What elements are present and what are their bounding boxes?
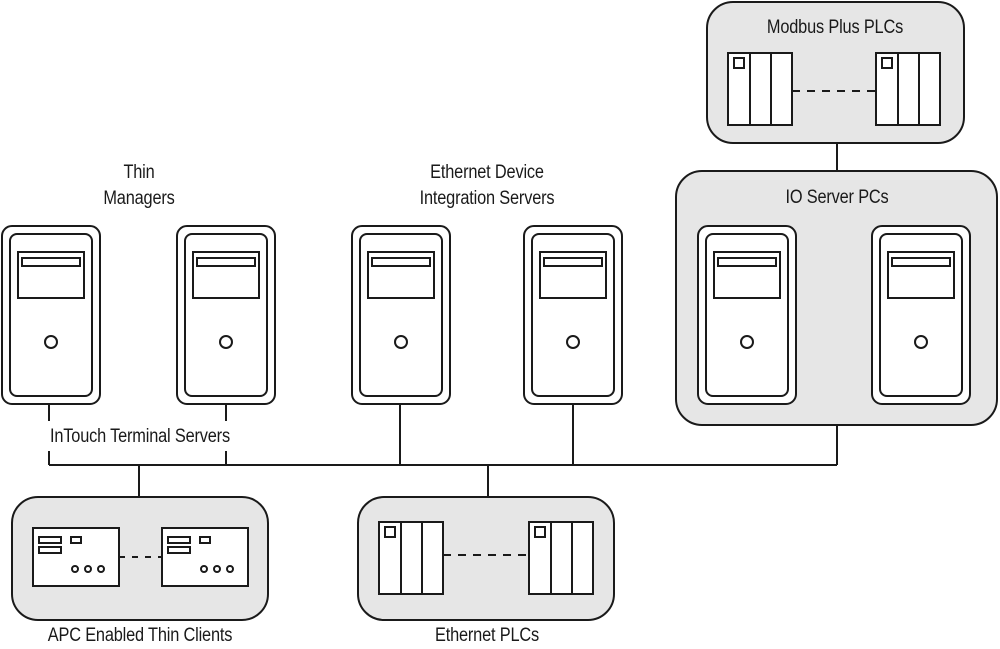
- modbus-plcs-label: Modbus Plus PLCs: [766, 17, 904, 38]
- io-server-1-icon: [697, 225, 797, 405]
- io-server-2-icon: [871, 225, 971, 405]
- thin-manager-server-1-icon: [1, 225, 101, 405]
- thin-client-2-icon: [161, 527, 249, 587]
- modbus-plc-2-icon: [875, 52, 941, 126]
- apc-thin-clients-label: APC Enabled Thin Clients: [47, 625, 233, 646]
- ethernet-plcs-label: Ethernet PLCs: [434, 625, 540, 646]
- ethernet-servers-label-line1: Ethernet Device: [430, 162, 544, 183]
- thin-manager-server-2-icon: [176, 225, 276, 405]
- io-server-pcs-label: IO Server PCs: [785, 187, 889, 208]
- intouch-terminal-servers-label: InTouch Terminal Servers: [32, 425, 248, 449]
- modbus-plc-1-icon: [727, 52, 793, 126]
- ethernet-server-2-icon: [523, 225, 623, 405]
- thin-client-1-icon: [32, 527, 120, 587]
- ethernet-servers-label-line2: Integration Servers: [419, 188, 555, 209]
- ethernet-plc-1-icon: [378, 521, 444, 595]
- ethernet-server-1-icon: [351, 225, 451, 405]
- ethernet-plc-2-icon: [528, 521, 594, 595]
- thin-managers-label-line1: Thin: [123, 162, 155, 183]
- thin-managers-label-line2: Managers: [103, 188, 175, 209]
- network-bus: [48, 143, 838, 497]
